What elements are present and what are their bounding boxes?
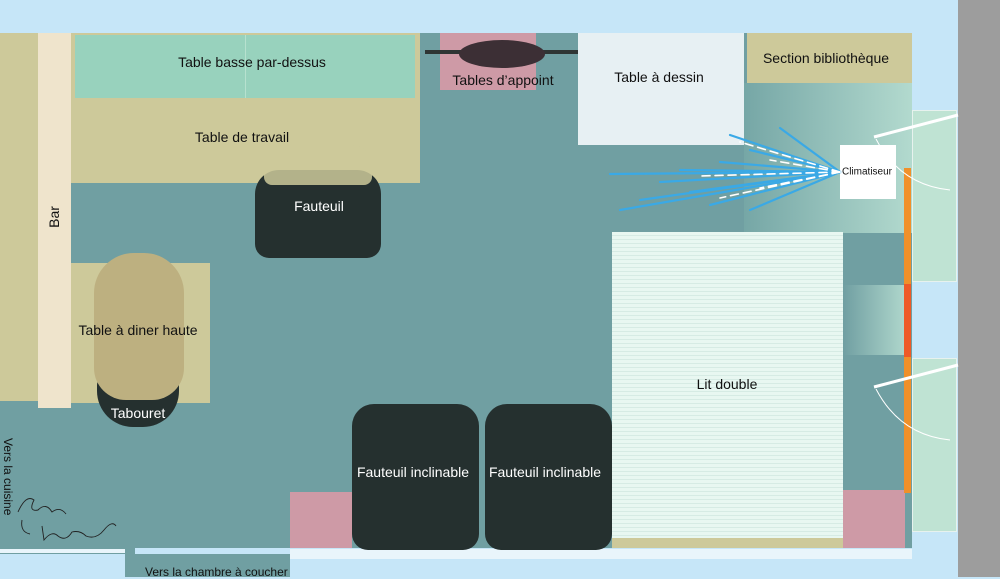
double-bed-label: Lit double	[696, 376, 758, 392]
coffee-table-label: Table basse par-dessus	[178, 54, 326, 70]
bedroom-doorway-floor	[135, 554, 290, 577]
wall-segment-top	[912, 20, 958, 110]
recliner-left-label: Fauteuil inclinable	[356, 464, 470, 480]
window-swing-arcs	[873, 113, 959, 441]
work-table-label: Table de travail	[194, 129, 290, 145]
window-frame-upper	[904, 168, 911, 286]
bar-label: Bar	[46, 206, 62, 228]
coffee-table-seam	[245, 35, 246, 98]
ac-airflow	[608, 126, 842, 212]
drawing-table-label: Table à dessin	[614, 69, 704, 85]
recliner-left	[352, 404, 479, 550]
side-tables-label: Tables d’appoint	[452, 72, 554, 88]
library-section	[747, 33, 912, 83]
library-label: Section bibliothèque	[762, 50, 890, 66]
air-conditioner	[840, 145, 896, 199]
armchair-back	[264, 145, 372, 185]
corner-table-right	[843, 490, 905, 548]
kitchen-threshold	[0, 549, 125, 553]
dining-table-label: Table à diner haute	[78, 322, 198, 338]
bar-counter	[38, 33, 71, 408]
window-frame-center	[904, 284, 911, 359]
signature	[17, 498, 117, 542]
top-wall	[0, 0, 958, 34]
bed-foot	[612, 538, 843, 548]
recliner-right-label: Fauteuil inclinable	[488, 464, 602, 480]
dining-table-seat-shadow	[94, 253, 184, 400]
stool-label: Tabouret	[110, 405, 166, 421]
air-conditioner-label: Climatiseur	[841, 166, 893, 178]
recliner-right	[485, 404, 612, 550]
left-counter	[0, 33, 38, 401]
double-bed	[612, 232, 843, 548]
armchair-label: Fauteuil	[294, 198, 344, 214]
bottom-wall-edge	[290, 549, 912, 559]
corner-table-left	[290, 492, 352, 548]
to-bedroom-label: Vers la chambre à coucher	[145, 565, 288, 579]
side-table-oval	[459, 40, 545, 68]
window-lower[interactable]	[912, 358, 957, 532]
drawing-table	[578, 33, 744, 145]
doorway-jamb	[125, 548, 135, 577]
window-upper[interactable]	[912, 110, 957, 282]
exterior-margin	[958, 0, 1000, 577]
window-light	[843, 285, 905, 355]
